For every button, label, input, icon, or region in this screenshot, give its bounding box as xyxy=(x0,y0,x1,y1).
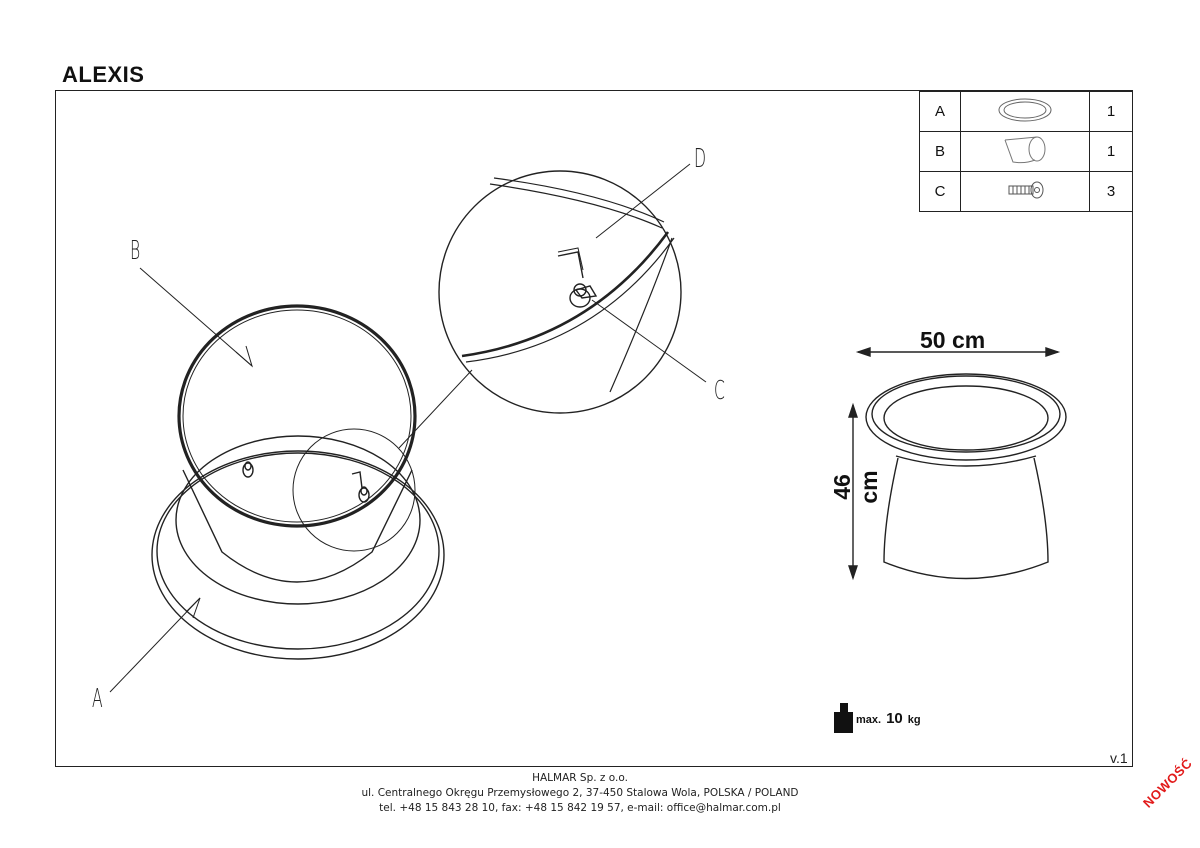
leader-c xyxy=(591,299,707,383)
part-qty: 1 xyxy=(1089,131,1133,172)
footer-company: HALMAR Sp. z o.o. xyxy=(532,772,628,784)
parts-row: A 1 xyxy=(919,91,1133,132)
height-arrow xyxy=(848,402,858,581)
parts-table: A 1 B 1 C 3 xyxy=(919,91,1133,212)
base-cone-icon xyxy=(960,131,1090,172)
part-code: A xyxy=(919,91,961,132)
side-view-table xyxy=(865,373,1067,580)
footer-contact: tel. +48 15 843 28 10, fax: +48 15 842 1… xyxy=(379,802,781,814)
max-load: max. 10 kg xyxy=(856,710,921,727)
label-a: A xyxy=(92,684,103,714)
leader-d xyxy=(595,163,691,239)
label-c: C xyxy=(714,376,725,406)
page-title: ALEXIS xyxy=(62,62,145,87)
tray-top-icon xyxy=(960,91,1090,132)
load-unit: kg xyxy=(907,714,921,726)
parts-row: C 3 xyxy=(919,171,1133,212)
detail-view xyxy=(438,170,682,414)
part-qty: 3 xyxy=(1089,171,1133,212)
part-qty: 1 xyxy=(1089,91,1133,132)
bolt-icon xyxy=(960,171,1090,212)
leader-a xyxy=(109,597,201,693)
detail-marker xyxy=(292,428,416,552)
bolt-c-inside xyxy=(242,461,370,503)
drawing-frame xyxy=(55,90,1133,767)
label-b: B xyxy=(130,236,141,266)
load-prefix: max. xyxy=(856,714,882,726)
parts-row: B 1 xyxy=(919,131,1133,172)
width-arrow xyxy=(855,347,1061,357)
base-part-b xyxy=(177,304,417,583)
label-d: D xyxy=(694,144,707,174)
version-label: v.1 xyxy=(1110,750,1128,766)
tray-part-a xyxy=(151,435,445,660)
load-value: 10 xyxy=(886,710,903,727)
width-dimension: 50 cm xyxy=(920,327,986,353)
footer-address: ul. Centralnego Okręgu Przemysłowego 2, … xyxy=(361,787,799,799)
footer: HALMAR Sp. z o.o. ul. Centralnego Okręgu… xyxy=(0,771,1160,816)
weight-icon xyxy=(834,703,853,733)
part-code: C xyxy=(919,171,961,212)
height-dimension: 46 cm xyxy=(829,470,882,504)
part-code: B xyxy=(919,131,961,172)
leader-b xyxy=(139,267,253,367)
